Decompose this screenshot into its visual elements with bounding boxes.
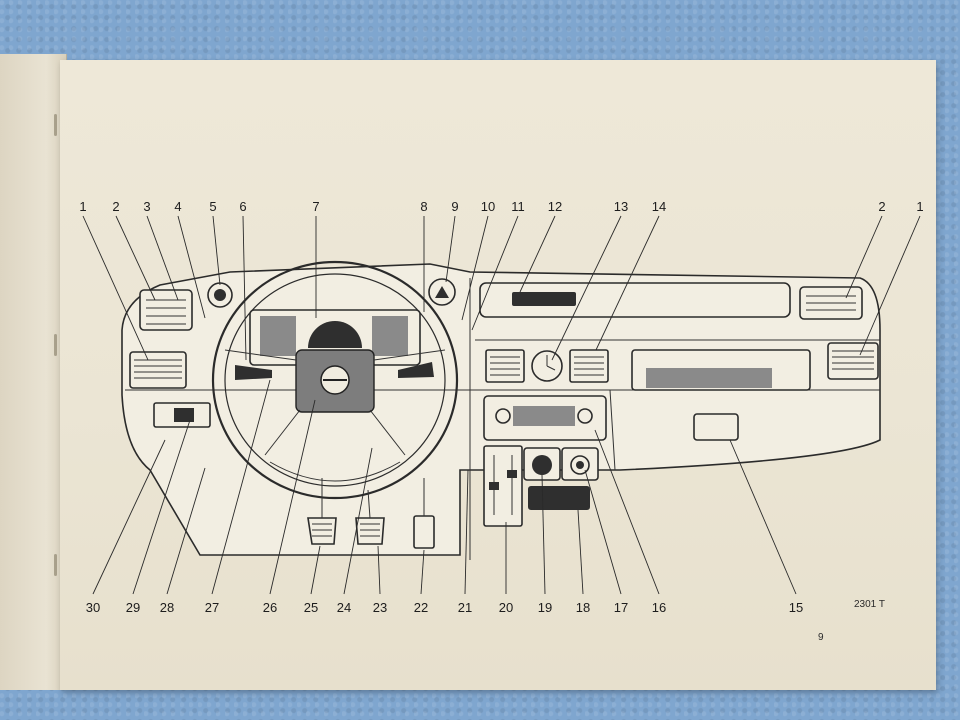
ashtray — [512, 292, 576, 306]
clutch-pedal — [307, 517, 337, 545]
callout-number: 27 — [205, 600, 219, 615]
accelerator-pedal — [413, 515, 435, 549]
callout-number: 12 — [548, 199, 562, 214]
right-stalk — [398, 362, 434, 378]
figure-code: 2301 T — [854, 599, 885, 610]
callouts-bottom: 30 29 28 27 26 25 24 23 22 21 20 19 18 1… — [86, 600, 803, 615]
callout-number: 13 — [614, 199, 628, 214]
callout-number: 1 — [916, 199, 923, 214]
callout-number: 3 — [143, 199, 150, 214]
callout-number: 7 — [312, 199, 319, 214]
cigarette-lighter — [532, 455, 552, 475]
callout-number: 22 — [414, 600, 428, 615]
callout-number: 5 — [209, 199, 216, 214]
callouts-top: 1 2 3 4 5 6 7 8 9 10 11 12 13 14 2 1 — [79, 199, 923, 214]
callout-number: 18 — [576, 600, 590, 615]
callout-number: 23 — [373, 600, 387, 615]
callout-number: 25 — [304, 600, 318, 615]
callout-number: 24 — [337, 600, 351, 615]
callout-number: 26 — [263, 600, 277, 615]
callout-number: 20 — [499, 600, 513, 615]
light-switch-icon — [174, 408, 194, 422]
callout-number: 29 — [126, 600, 140, 615]
callout-number: 6 — [239, 199, 246, 214]
callout-number: 9 — [451, 199, 458, 214]
right-air-vent — [827, 342, 879, 380]
left-stalk — [235, 365, 272, 380]
binding-stitch — [54, 114, 57, 136]
leader-lines — [82, 215, 921, 595]
page-number: 9 — [818, 632, 824, 643]
brake-pedal — [355, 517, 385, 545]
callout-number: 30 — [86, 600, 100, 615]
left-air-vent — [129, 351, 187, 389]
callout-number: 14 — [652, 199, 666, 214]
dash-top-tray — [479, 282, 791, 318]
callout-number: 1 — [79, 199, 86, 214]
steering-wheel-rim — [211, 260, 459, 500]
callout-number: 10 — [481, 199, 495, 214]
callout-number: 17 — [614, 600, 628, 615]
callout-number: 16 — [652, 600, 666, 615]
hazard-triangle-icon — [435, 286, 449, 298]
callout-number: 19 — [538, 600, 552, 615]
callout-number: 28 — [160, 600, 174, 615]
glove-box-handle — [693, 413, 739, 441]
center-left-vent — [485, 349, 525, 383]
storage-tray — [528, 486, 590, 510]
callout-number: 2 — [878, 199, 885, 214]
callout-number: 8 — [420, 199, 427, 214]
callout-number: 21 — [458, 600, 472, 615]
callout-number: 11 — [511, 199, 525, 214]
callout-number: 4 — [174, 199, 181, 214]
binding-stitch — [54, 554, 57, 576]
center-right-vent — [569, 349, 609, 383]
dashboard-illustration — [121, 260, 881, 560]
callout-number: 15 — [789, 600, 803, 615]
binding-stitch — [54, 334, 57, 356]
speedometer — [308, 321, 362, 348]
callout-number: 2 — [112, 199, 119, 214]
